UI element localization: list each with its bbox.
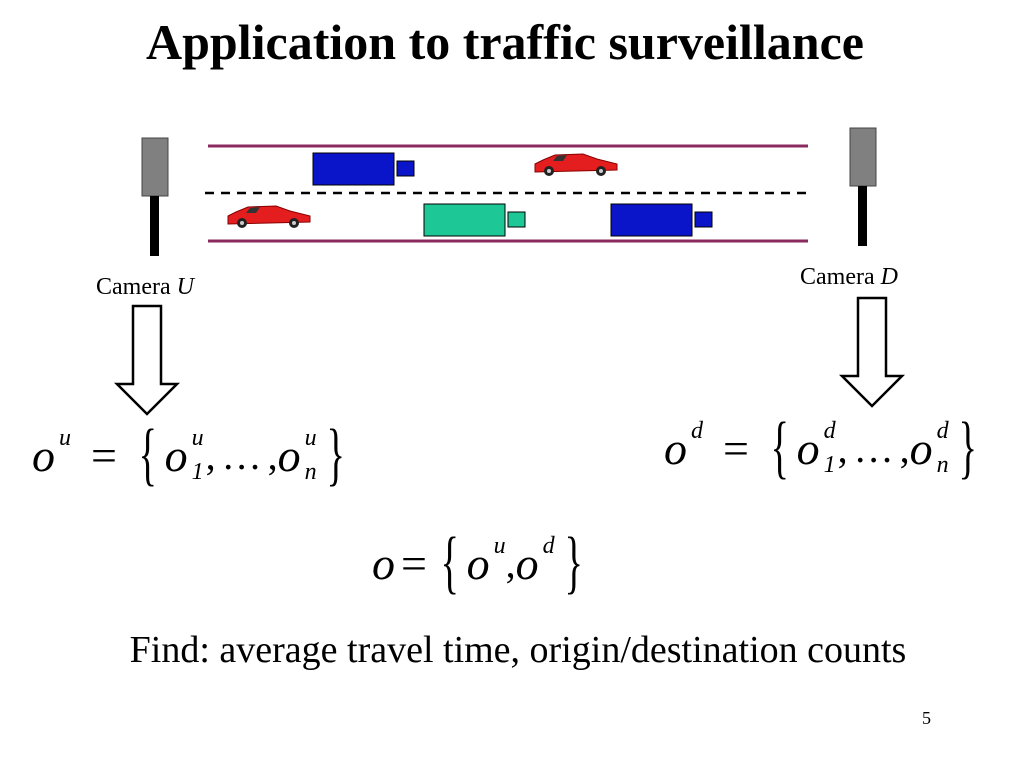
find-statement: Find: average travel time, origin/destin… [129, 629, 907, 671]
down-arrow-icon [113, 304, 181, 416]
truck-icon [312, 152, 415, 186]
down-arrow-icon [838, 296, 906, 408]
camera-icon [849, 127, 877, 246]
camera-d-label: Camera D [800, 264, 898, 290]
camera-u-label: Camera U [96, 274, 194, 300]
truck-icon [610, 203, 713, 237]
page-number: 5 [922, 708, 931, 728]
slide-title: Application to traffic surveillance [146, 14, 864, 70]
car-icon [534, 153, 618, 176]
camera-icon [141, 137, 169, 256]
car-icon [227, 205, 311, 228]
truck-icon [423, 203, 526, 237]
